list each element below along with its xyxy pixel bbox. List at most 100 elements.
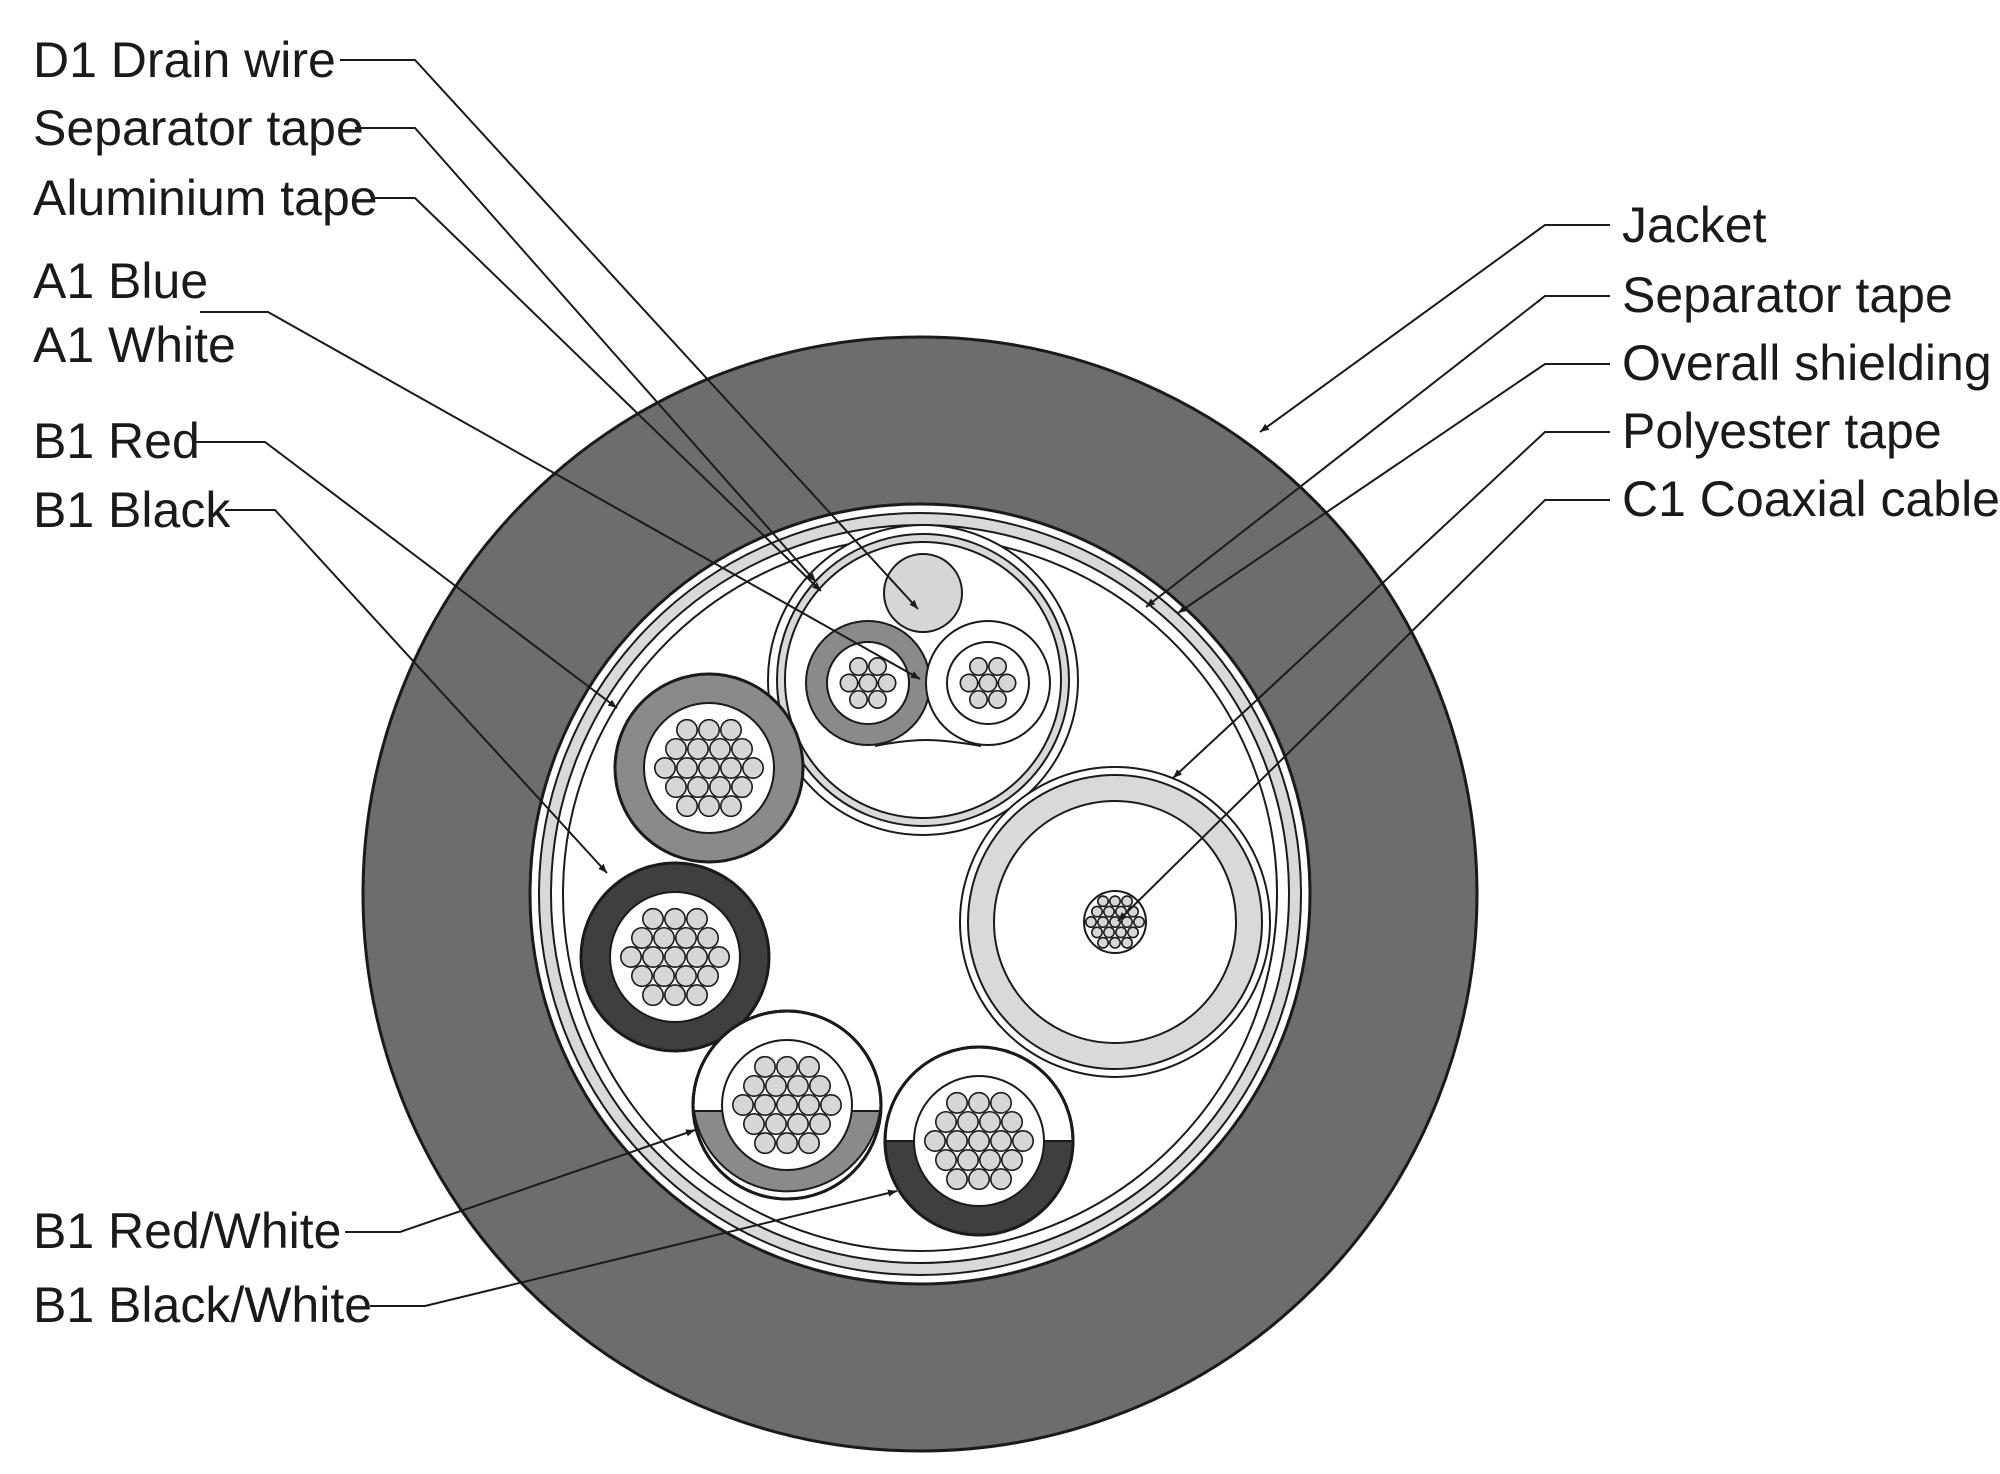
a1-pair-bundle: [767, 524, 1079, 836]
conductor-strand: [989, 1130, 1012, 1153]
conductor-strand: [697, 756, 720, 779]
conductor-strand: [967, 1091, 990, 1114]
conductor-strand: [997, 673, 1017, 693]
drain-wire: [883, 553, 963, 633]
conductor-strand: [1091, 926, 1104, 939]
conductor-strand: [775, 1055, 798, 1078]
leader-jacket: [1259, 224, 1610, 433]
conductor-strand: [675, 795, 698, 818]
b1-red-white-conductor: [721, 1039, 853, 1171]
label-b1-black: B1 Black: [33, 482, 231, 538]
conductor-strand: [675, 718, 698, 741]
a1-white-conductor: [946, 641, 1030, 725]
conductor-strand: [630, 926, 653, 949]
conductor-strand: [1109, 915, 1122, 928]
conductor-strand: [1097, 915, 1110, 928]
conductor-strand: [987, 657, 1007, 677]
labels-left: D1 Drain wire Separator tape Aluminium t…: [33, 32, 378, 1333]
conductor-strand: [978, 1110, 1001, 1133]
conductor-strand: [652, 965, 675, 988]
conductor-strand: [753, 1055, 776, 1078]
conductor-strand: [797, 1132, 820, 1155]
conductor-strand: [1121, 936, 1134, 949]
conductor-strand: [858, 673, 878, 693]
a1-pair-waist: [874, 739, 982, 747]
leader-b1-red: [195, 441, 618, 709]
conductor-strand: [848, 689, 868, 709]
leader-b1-black-white: [370, 1189, 898, 1307]
conductor-strand: [1103, 905, 1116, 918]
conductor-strand: [1103, 926, 1116, 939]
conductor-strand: [923, 1130, 946, 1153]
conductor-strand: [968, 657, 988, 677]
conductor-strand: [686, 776, 709, 799]
conductor-strand: [652, 926, 675, 949]
c1-inner-conductor: [1083, 890, 1147, 954]
conductor-strand: [1115, 926, 1128, 939]
label-b1-red: B1 Red: [33, 413, 200, 469]
conductor-strand: [619, 945, 642, 968]
b1-black-core: [579, 861, 771, 1053]
conductor-strand: [839, 673, 859, 693]
conductor-strand: [708, 737, 731, 760]
label-jacket: Jacket: [1622, 197, 1767, 253]
label-c1-coaxial-cable: C1 Coaxial cable: [1622, 471, 2000, 527]
conductor-strand: [641, 984, 664, 1007]
conductor-strand: [797, 1055, 820, 1078]
conductor-strand: [786, 1113, 809, 1136]
c1-coaxial-core: [959, 766, 1271, 1078]
leader-lines: [195, 59, 1610, 1307]
conductor-strand: [775, 1094, 798, 1117]
conductor-strand: [867, 657, 887, 677]
conductor-strand: [685, 984, 708, 1007]
conductor-strand: [989, 1091, 1012, 1114]
b1-red-conductor: [643, 702, 775, 834]
conductor-strand: [989, 1168, 1012, 1191]
conductor-strand: [630, 965, 653, 988]
conductor-strand: [1097, 936, 1110, 949]
label-separator-tape-right: Separator tape: [1622, 267, 1953, 323]
label-d1-drain-wire: D1 Drain wire: [33, 32, 336, 88]
conductor-strand: [719, 756, 742, 779]
leader-b1-black: [225, 509, 608, 874]
conductor-strand: [978, 673, 998, 693]
conductor-strand: [1000, 1110, 1023, 1133]
leader-polyester-tape: [1172, 431, 1610, 779]
conductor-strand: [945, 1091, 968, 1114]
conductor-strand: [1127, 926, 1140, 939]
conductor-strand: [1121, 915, 1134, 928]
conductor-strand: [848, 657, 868, 677]
label-b1-black-white: B1 Black/White: [33, 1277, 372, 1333]
leader-overall-shielding: [1177, 363, 1610, 614]
labels-right: Jacket Separator tape Overall shielding …: [1622, 197, 2000, 527]
conductor-strand: [959, 673, 979, 693]
b1-black-white-core: [883, 1045, 1075, 1237]
label-a1-blue: A1 Blue: [33, 253, 208, 309]
conductor-strand: [731, 1094, 754, 1117]
conductor-strand: [764, 1113, 787, 1136]
conductor-strand: [797, 1094, 820, 1117]
conductor-strand: [1011, 1130, 1034, 1153]
leader-aluminium-tape: [375, 197, 822, 592]
leader-separator-tape-right: [1145, 295, 1610, 608]
conductor-strand: [674, 965, 697, 988]
conductor-strand: [808, 1074, 831, 1097]
conductor-strand: [945, 1168, 968, 1191]
conductor-strand: [1000, 1149, 1023, 1172]
conductor-strand: [663, 907, 686, 930]
conductor-strand: [764, 1074, 787, 1097]
conductor-strand: [674, 926, 697, 949]
conductor-strand: [741, 756, 764, 779]
conductor-strand: [753, 1132, 776, 1155]
conductor-strand: [1133, 915, 1146, 928]
conductor-strand: [1109, 936, 1122, 949]
conductor-strand: [685, 945, 708, 968]
leader-a1-white: [200, 311, 921, 680]
conductor-strand: [663, 945, 686, 968]
leader-b1-red-white: [345, 1129, 696, 1233]
conductor-strand: [808, 1113, 831, 1136]
conductor-strand: [1127, 905, 1140, 918]
conductor-strand: [987, 689, 1007, 709]
label-overall-shielding: Overall shielding: [1622, 335, 1992, 391]
